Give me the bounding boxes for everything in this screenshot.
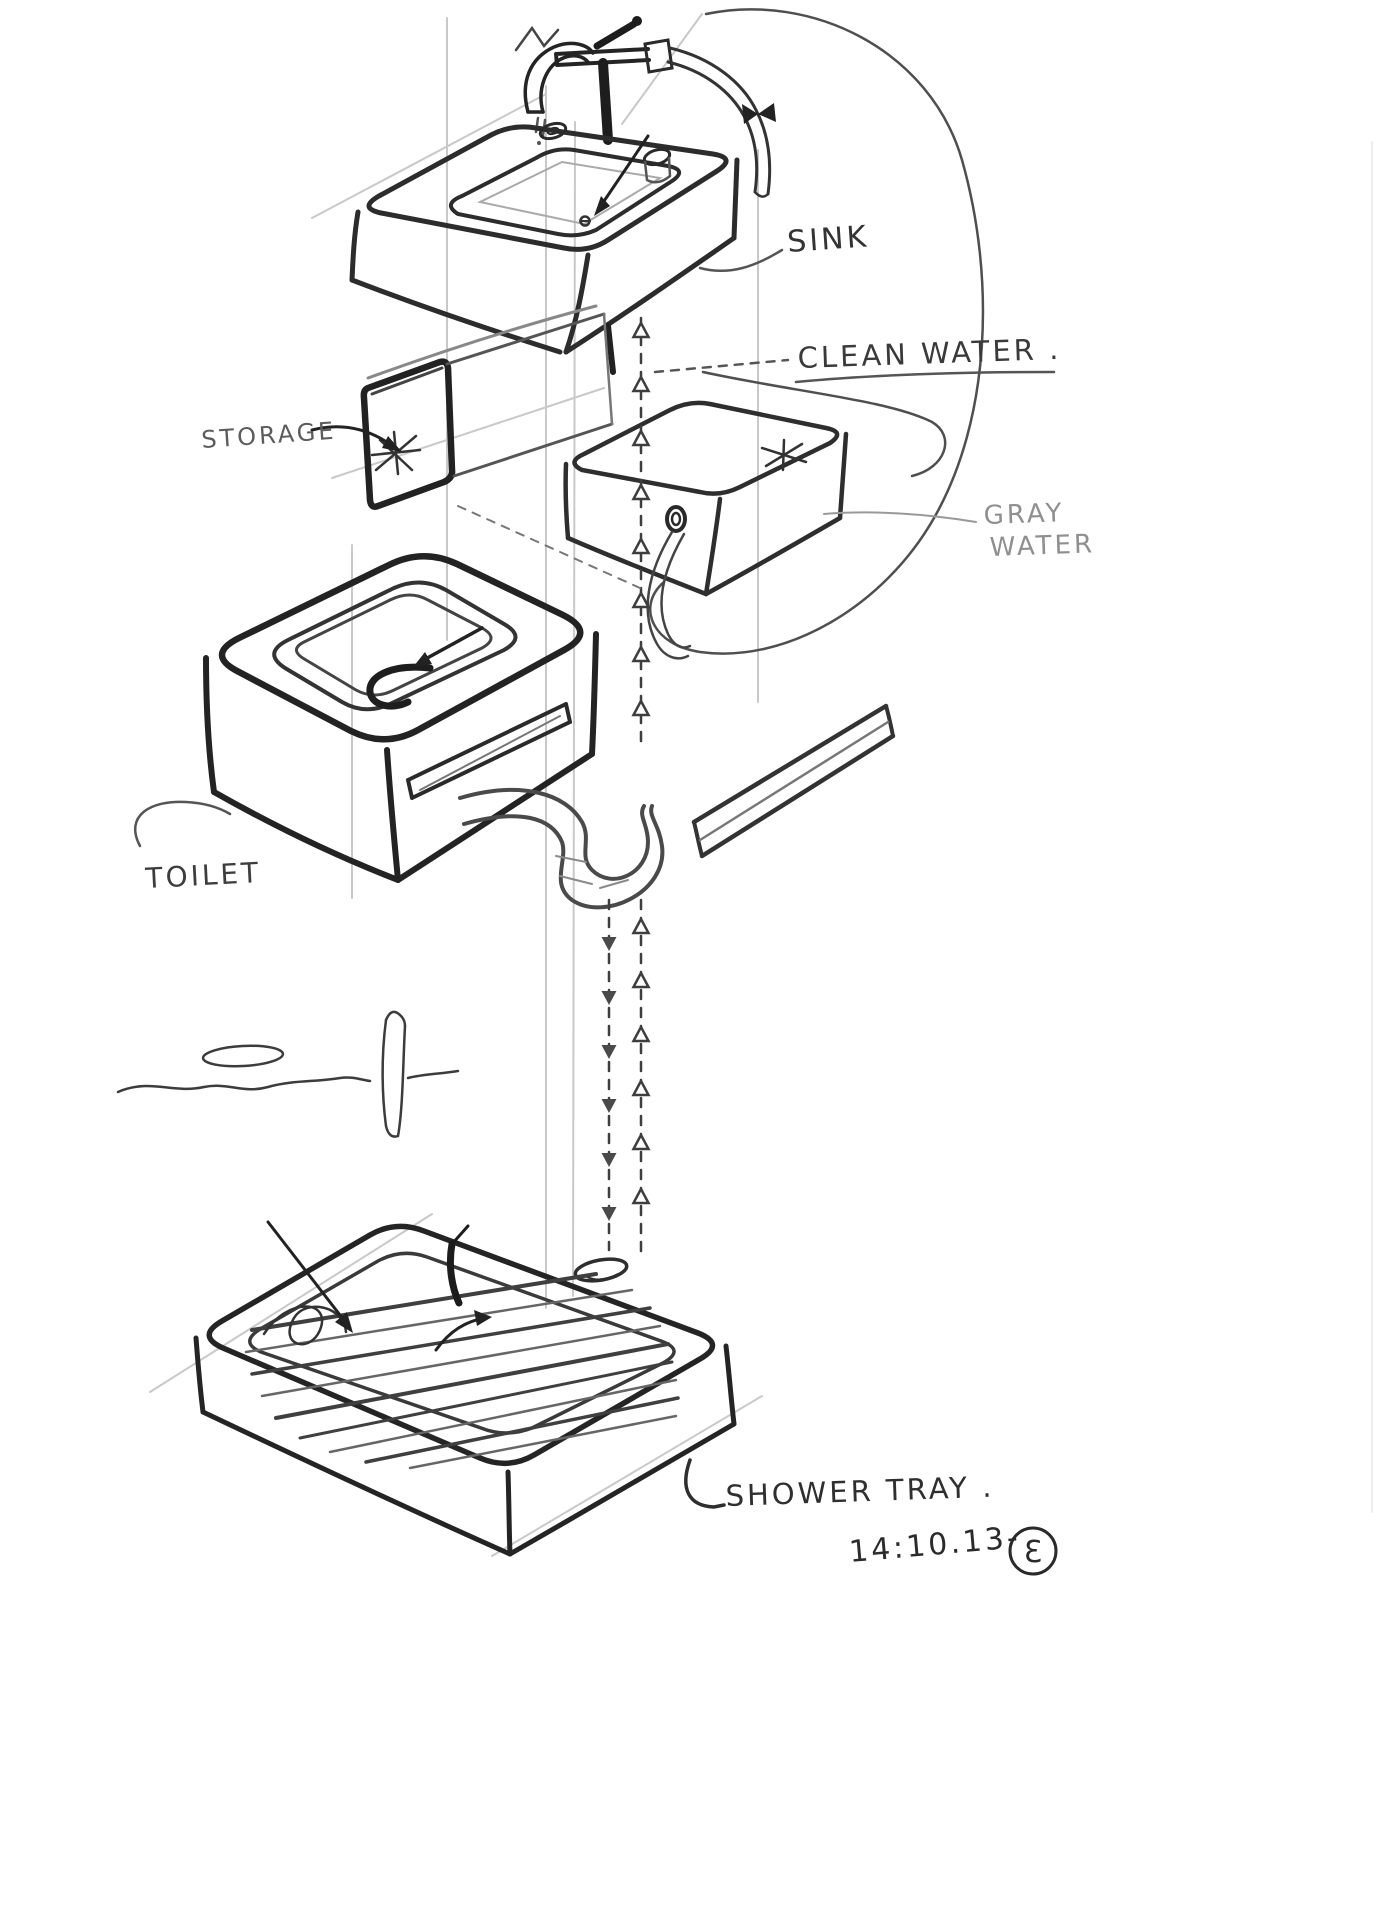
sink-sketch xyxy=(349,121,740,380)
vent-slot xyxy=(406,702,572,800)
basin-rim xyxy=(449,147,681,238)
toilet-sketch xyxy=(203,553,599,883)
bowl-hook xyxy=(366,663,434,710)
tank-top-face xyxy=(572,400,840,496)
faucet-hole-left xyxy=(538,121,568,141)
basin-bottom-hint xyxy=(476,160,663,226)
arrow-into-basin xyxy=(596,134,650,212)
faucet-sketch xyxy=(514,16,776,198)
construction-lines xyxy=(149,13,1373,1557)
up-arrows-lower xyxy=(631,916,651,1205)
spout-outer xyxy=(523,41,595,114)
signature: Ɛ xyxy=(1008,1526,1058,1576)
tray-spiral-scribble xyxy=(262,1305,348,1346)
gray-water-leader xyxy=(823,511,977,523)
seat-outer xyxy=(272,580,518,712)
label-leaders xyxy=(133,248,1056,848)
dangling-hose xyxy=(646,530,690,660)
spout-inner xyxy=(539,53,590,114)
tank-spout xyxy=(665,505,687,533)
toilet-top-face xyxy=(218,553,584,743)
shower-tray-sketch xyxy=(193,1220,737,1557)
signature-circle xyxy=(1008,1526,1058,1576)
label-gray-water-1: GRAY xyxy=(983,498,1065,531)
tray-outer-rim xyxy=(206,1223,716,1466)
tank-star-scribble xyxy=(760,438,808,472)
connector xyxy=(643,38,674,74)
clean-water-underline xyxy=(794,370,1056,384)
sink-leader xyxy=(698,248,784,272)
label-gray-water-2: WATER xyxy=(989,529,1095,563)
storage-box-sketch xyxy=(310,312,614,510)
tray-arrow xyxy=(266,1220,352,1330)
sink-top-face xyxy=(366,124,729,252)
valve-bowtie xyxy=(742,104,758,124)
water-line-sketch xyxy=(116,1010,460,1138)
dashed-storage-to-tank xyxy=(457,505,641,589)
storage-front-face xyxy=(360,358,456,510)
label-bracket xyxy=(684,1458,726,1509)
column xyxy=(598,58,613,145)
under-sink-shelf xyxy=(366,304,598,380)
label-date: 14:10.13- xyxy=(848,1520,1022,1570)
clean-water-loop-sketch xyxy=(648,8,985,655)
faucet-hole-right xyxy=(642,147,672,167)
up-arrows-upper xyxy=(631,320,651,717)
hose xyxy=(668,46,772,196)
label-clean-water: CLEAN WATER . xyxy=(797,332,1062,375)
toilet-leader xyxy=(133,800,232,848)
handle-scribble xyxy=(514,25,560,52)
lever xyxy=(593,20,638,50)
rail-sketch xyxy=(691,703,896,859)
label-toilet: TOILET xyxy=(144,856,262,895)
label-shower-tray: SHOWER TRAY . xyxy=(725,1470,995,1513)
signature-glyph: Ɛ xyxy=(1024,1535,1042,1570)
label-sink: SINK xyxy=(786,219,870,260)
drain-pipe xyxy=(605,323,616,375)
storage-scribble xyxy=(370,430,422,476)
dashed-to-clean-water xyxy=(653,358,790,374)
down-arrows-lower xyxy=(601,937,617,1221)
seat-inner xyxy=(295,593,493,697)
arrow-into-bowl xyxy=(418,626,484,664)
label-storage: STORAGE xyxy=(200,417,337,454)
s-trap-pipe-sketch xyxy=(458,788,665,910)
tray-bold-mark xyxy=(446,1240,463,1307)
gray-water-tank-sketch xyxy=(563,400,849,660)
flow-arrows-dashed xyxy=(457,316,790,1283)
